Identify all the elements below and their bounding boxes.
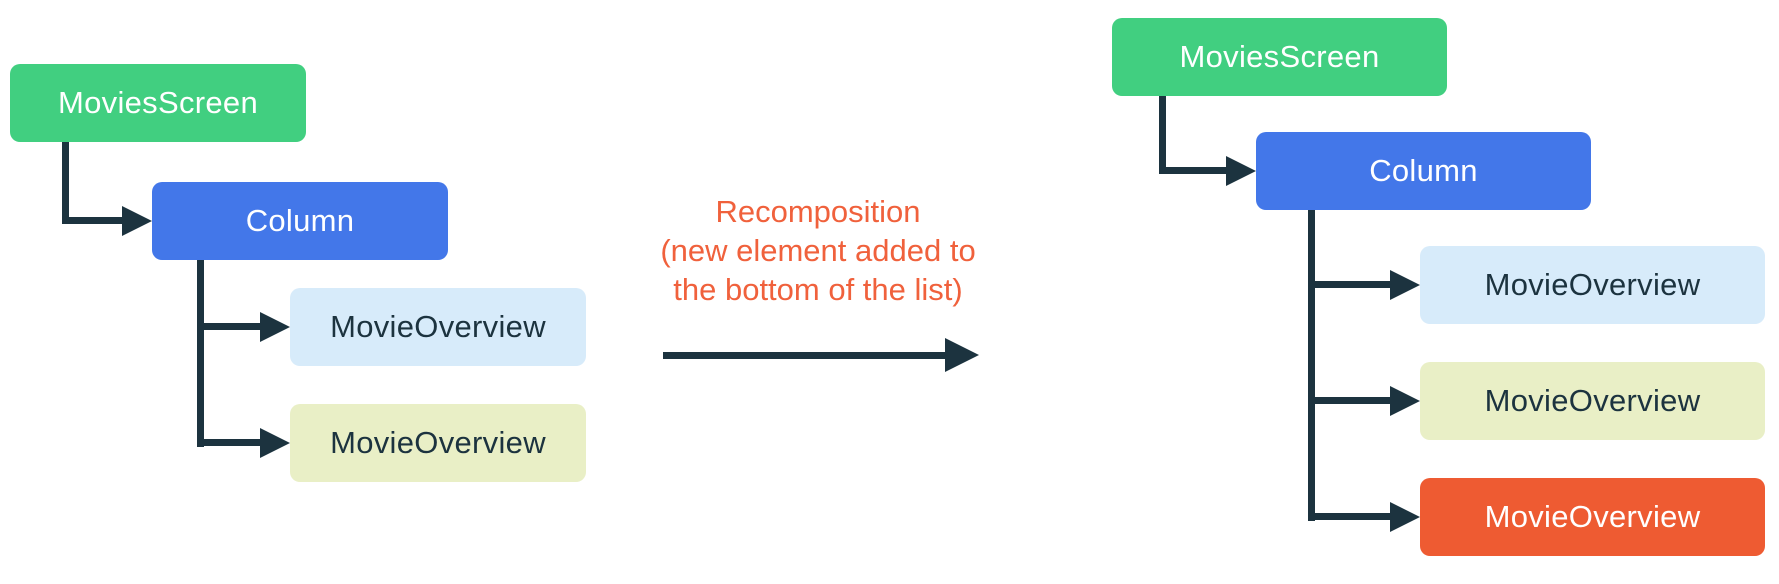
annotation-line-3: the bottom of the list) bbox=[673, 272, 963, 307]
left-tree-moviesscreen-node: MoviesScreen bbox=[10, 64, 306, 142]
right-tree-movieoverview-1-label: MovieOverview bbox=[1484, 267, 1701, 302]
left-tree-movieoverview-2-node: MovieOverview bbox=[290, 404, 586, 482]
left-tree-movieoverview-2-label: MovieOverview bbox=[330, 425, 546, 460]
annotation-line-1: Recomposition bbox=[715, 194, 921, 229]
right-tree-movieoverview-2-node: MovieOverview bbox=[1420, 362, 1765, 440]
right-tree-column-label: Column bbox=[1369, 153, 1478, 188]
right-tree-movieoverview-3-new-node: MovieOverview bbox=[1420, 478, 1765, 556]
transition-arrow-shaft bbox=[663, 352, 945, 359]
right-root-arrowhead-icon bbox=[1226, 156, 1256, 186]
left-root-connector-horizontal bbox=[62, 217, 122, 224]
left-tree-moviesscreen-label: MoviesScreen bbox=[57, 85, 258, 120]
right-tree-movieoverview-1-node: MovieOverview bbox=[1420, 246, 1765, 324]
left-column-connector-vertical bbox=[197, 260, 204, 447]
left-branch-2-horizontal bbox=[197, 439, 260, 446]
right-branch-1-arrowhead-icon bbox=[1390, 270, 1420, 300]
left-root-connector-vertical bbox=[62, 142, 69, 224]
left-branch-1-arrowhead-icon bbox=[260, 312, 290, 342]
right-branch-2-horizontal bbox=[1308, 397, 1390, 404]
annotation-line-2: (new element added to bbox=[660, 233, 976, 268]
right-column-connector-vertical bbox=[1308, 210, 1315, 521]
left-tree-column-node: Column bbox=[152, 182, 448, 260]
right-root-connector-vertical bbox=[1159, 96, 1166, 174]
right-tree-column-node: Column bbox=[1256, 132, 1591, 210]
right-tree-movieoverview-3-label: MovieOverview bbox=[1484, 499, 1701, 534]
left-root-arrowhead-icon bbox=[122, 206, 152, 236]
right-branch-3-arrowhead-icon bbox=[1390, 502, 1420, 532]
right-tree-moviesscreen-label: MoviesScreen bbox=[1179, 39, 1380, 74]
left-branch-1-horizontal bbox=[197, 323, 260, 330]
left-tree-column-label: Column bbox=[245, 203, 355, 238]
recomposition-annotation: Recomposition (new element added to the … bbox=[580, 192, 1056, 309]
right-branch-3-horizontal bbox=[1308, 513, 1390, 520]
right-tree-movieoverview-2-label: MovieOverview bbox=[1484, 383, 1701, 418]
transition-arrowhead-icon bbox=[945, 338, 979, 372]
left-tree-movieoverview-1-node: MovieOverview bbox=[290, 288, 586, 366]
right-root-connector-horizontal bbox=[1159, 167, 1226, 174]
right-branch-1-horizontal bbox=[1308, 281, 1390, 288]
left-tree-movieoverview-1-label: MovieOverview bbox=[330, 309, 546, 344]
right-branch-2-arrowhead-icon bbox=[1390, 386, 1420, 416]
left-branch-2-arrowhead-icon bbox=[260, 428, 290, 458]
right-tree-moviesscreen-node: MoviesScreen bbox=[1112, 18, 1447, 96]
